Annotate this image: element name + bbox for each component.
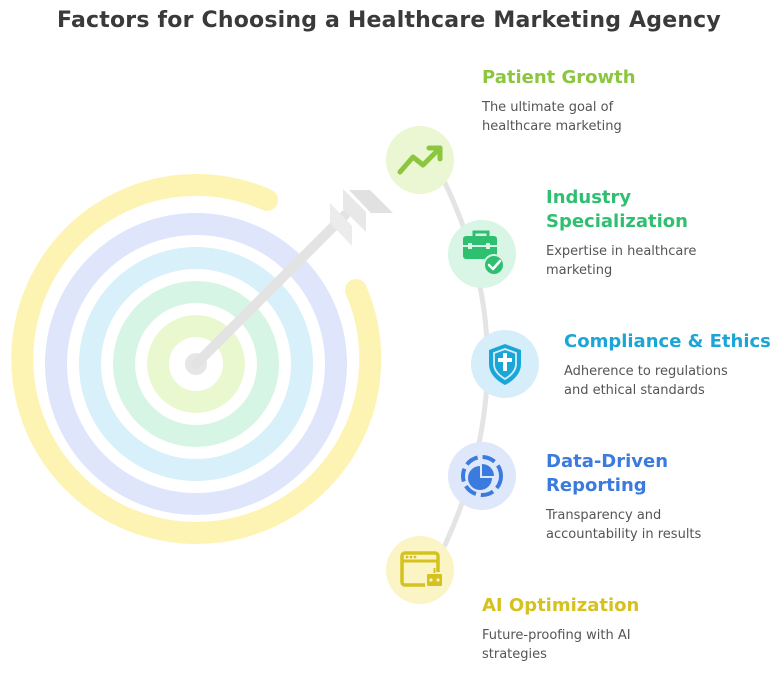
- arrow-fletching-side: [343, 189, 366, 232]
- trending-up-icon: [397, 145, 443, 175]
- factor-description: Expertise in healthcare marketing: [546, 244, 697, 278]
- factor-title: Patient Growth: [482, 67, 636, 88]
- factor-icon-circle-5: [386, 536, 454, 604]
- briefcase-badge-icon: [463, 230, 505, 276]
- arrow-fletching-back: [349, 190, 393, 213]
- factor-description: Adherence to regulations and ethical sta…: [564, 364, 728, 398]
- factor-data-driven-reporting: Data-Driven Reporting Transparency and a…: [546, 450, 701, 544]
- target-ring-3: [79, 247, 313, 481]
- pie-chart-icon: [461, 455, 503, 497]
- factor-title: Data-Driven Reporting: [546, 451, 669, 496]
- factor-title: Compliance & Ethics: [564, 331, 771, 352]
- factor-title: AI Optimization: [482, 595, 640, 616]
- factor-icon-circle-4: [448, 442, 516, 510]
- target-ring-4: [113, 281, 279, 447]
- arrow-fletching-front: [330, 203, 352, 246]
- arrow: [191, 189, 393, 369]
- factor-patient-growth: Patient Growth The ultimate goal of heal…: [482, 66, 636, 136]
- target-ring-5: [147, 315, 245, 413]
- factor-icon-circle-1: [386, 126, 454, 194]
- target-ring-2: [45, 213, 347, 515]
- factor-description: The ultimate goal of healthcare marketin…: [482, 100, 622, 134]
- factor-title: Industry Specialization: [546, 187, 688, 232]
- factor-description: Future-proofing with AI strategies: [482, 628, 631, 662]
- factor-description: Transparency and accountability in resul…: [546, 508, 702, 542]
- factor-ai-optimization: AI Optimization Future-proofing with AI …: [482, 594, 639, 664]
- factor-compliance-ethics: Compliance & Ethics Adherence to regulat…: [564, 330, 771, 400]
- browser-robot-icon: [400, 551, 444, 588]
- shield-cross-icon: [489, 344, 521, 385]
- factor-icon-circle-3: [471, 330, 539, 398]
- factor-icon-circle-2: [448, 220, 516, 288]
- page-title: Factors for Choosing a Healthcare Market…: [57, 8, 721, 33]
- factor-industry-specialization: Industry Specialization Expertise in hea…: [546, 186, 696, 280]
- target-ring-outer: [11, 174, 382, 544]
- target: [11, 174, 382, 544]
